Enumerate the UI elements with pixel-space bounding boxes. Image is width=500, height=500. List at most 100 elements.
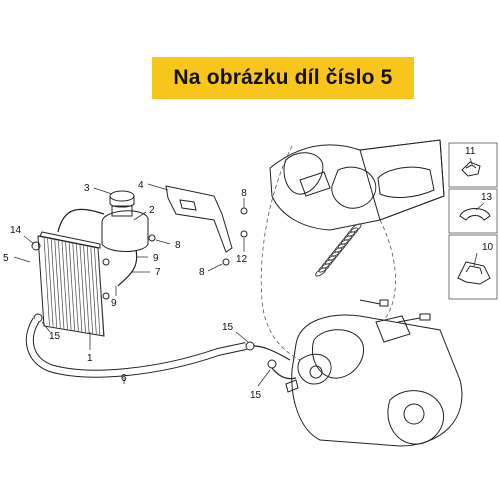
dashed-link-right (379, 219, 396, 321)
callout-8-lower: 8 (199, 267, 205, 278)
tank-lower-hose (117, 249, 138, 287)
leader-8-middle (155, 239, 171, 245)
clamp-part-13 (459, 208, 491, 221)
callout-13: 13 (481, 192, 493, 203)
expansion-tank-cap-side (109, 196, 135, 208)
leader-8-lower (207, 263, 223, 272)
inset-box-11 (448, 142, 498, 188)
leader-15-middle (235, 331, 249, 343)
corrugated-hose-ring (328, 251, 340, 261)
dashed-link-left (260, 145, 301, 361)
variator-cover (387, 390, 445, 445)
corrugated-hose-ring (344, 231, 356, 241)
part-number-banner: Na obrázku díl číslo 5 (152, 57, 414, 99)
callout-5: 5 (3, 253, 9, 264)
expansion-tank-cap (109, 190, 135, 202)
leader-15-left (41, 321, 51, 333)
radiator-fin (54, 240, 61, 328)
connector-lower (419, 313, 431, 321)
callout-1: 1 (87, 353, 93, 364)
hose-5-inner (3, 247, 252, 396)
radiator-fin (97, 248, 104, 336)
callout-15-middle: 15 (222, 322, 234, 333)
radiator (31, 231, 110, 337)
radiator-fins (43, 237, 104, 336)
leader-11 (469, 157, 473, 165)
corrugated-hose-ring (315, 267, 327, 277)
callout-15-lower: 15 (250, 390, 262, 401)
radiator-fin (76, 244, 83, 332)
engine-lower-assembly (285, 299, 463, 447)
radiator-top-tank (39, 231, 101, 249)
corrugated-hose-ring (337, 239, 349, 249)
mounting-bracket (148, 185, 248, 266)
radiator-fin (68, 243, 76, 331)
callout-14: 14 (10, 225, 22, 236)
hose-to-engine-lower (271, 367, 297, 380)
radiator-fin (83, 245, 90, 333)
radiator-nipple-upper (102, 258, 110, 266)
radiator-body (37, 235, 105, 337)
callout-12: 12 (236, 254, 248, 265)
leader-14 (23, 235, 35, 245)
callout-labels: 3 2 4 8 8 8 12 9 7 9 14 5 15 1 6 15 15 1… (3, 146, 494, 401)
corrugated-hose-ring (321, 259, 333, 269)
hose-clamp-15-upper (245, 341, 255, 351)
thermostat-housing (312, 329, 364, 379)
hose-clamp-left-upper (31, 241, 41, 251)
cylinder-head (331, 166, 377, 209)
bolt-8-upper (240, 207, 248, 215)
callout-15-left: 15 (49, 331, 61, 342)
callout-11: 11 (465, 146, 476, 157)
expansion-tank-body (101, 210, 149, 252)
expansion-tank (57, 190, 149, 287)
transmission-cover (377, 166, 435, 198)
callout-4: 4 (138, 180, 144, 191)
radiator-fin (47, 238, 54, 327)
corrugated-hose-ring (340, 235, 352, 245)
leader-5 (13, 256, 31, 263)
inset-box-13 (448, 188, 498, 234)
leader-15-lower (257, 369, 271, 387)
connector-upper (379, 299, 389, 307)
bracket-hole (179, 199, 197, 211)
radiator-fin (65, 242, 72, 330)
hose-6-outer (25, 317, 247, 378)
radiator-fin (90, 247, 97, 335)
leader-lines (13, 183, 271, 387)
engine-upper-assembly (269, 139, 445, 277)
sensor (285, 379, 299, 393)
callout-7: 7 (155, 267, 161, 278)
radiator-fin (61, 241, 68, 330)
callout-3: 3 (84, 183, 90, 194)
radiator-fin (50, 239, 58, 328)
bolt-8-middle (148, 234, 156, 242)
radiator-fin (43, 237, 50, 327)
callout-2: 2 (149, 205, 155, 216)
hose-to-engine-upper (253, 345, 291, 361)
radiator-nipple-lower (102, 292, 110, 300)
corrugated-hose-ring (334, 243, 346, 253)
callout-6: 6 (121, 373, 127, 384)
radiator-fin (58, 240, 65, 329)
expansion-tank-neck (111, 205, 133, 217)
leader-3 (93, 187, 113, 195)
engine-lower-body (291, 314, 463, 447)
callout-8-middle: 8 (175, 240, 181, 251)
inset-boxes (448, 142, 498, 300)
corrugated-hose (315, 223, 362, 277)
water-pump-center (309, 365, 323, 379)
overflow-hose (57, 208, 105, 233)
cylinder-lower (375, 315, 411, 343)
engine-upper-casing (359, 139, 445, 221)
clip-part-11-detail (465, 164, 477, 169)
leader-10 (473, 252, 478, 267)
bracket-part-10-detail (465, 265, 483, 275)
hose-6-inner (26, 318, 247, 377)
bracket-outline (165, 185, 233, 253)
coolant-hoses (3, 247, 297, 396)
radiator-fin (86, 246, 94, 334)
radiator-fin (79, 245, 86, 333)
